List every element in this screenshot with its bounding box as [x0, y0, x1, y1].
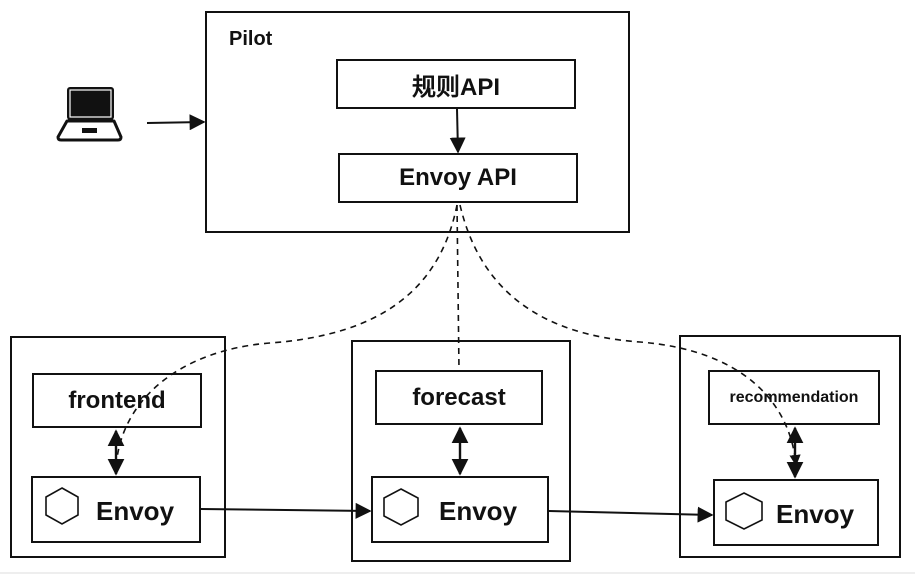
frontend-service-box: frontend	[32, 373, 202, 428]
pilot-container	[205, 11, 630, 233]
rules-api-box: 规则API	[336, 59, 576, 109]
recommendation-envoy-hexagon-icon	[725, 492, 763, 530]
recommendation-envoy-label: Envoy	[776, 499, 855, 529]
rules-to-envoy-api-arrow	[449, 108, 466, 154]
frontend-envoy-hexagon-icon	[45, 487, 79, 525]
forecast-to-recommendation-arrow	[548, 506, 714, 523]
forecast-envoy-box: Envoy	[371, 476, 549, 543]
forecast-envoy-label: Envoy	[439, 496, 518, 526]
forecast-service-label: forecast	[412, 383, 506, 411]
recommendation-service-box: recommendation	[708, 370, 880, 425]
forecast-pod	[351, 340, 571, 562]
recommendation-service-label: recommendation	[729, 388, 859, 406]
recommendation-envoy-box: Envoy	[713, 479, 879, 546]
envoy-api-box: Envoy API	[338, 153, 578, 203]
frontend-service-label: frontend	[68, 386, 166, 414]
rules-api-label: 规则API	[411, 73, 500, 101]
laptop-icon	[56, 87, 123, 142]
xds-link-forecast	[456, 204, 460, 371]
envoy-api-label: Envoy API	[399, 164, 517, 191]
forecast-envoy-hexagon-icon	[383, 488, 419, 526]
xds-link-recommendation	[459, 204, 801, 467]
frontend-envoy-box: Envoy	[31, 476, 201, 543]
pilot-title: Pilot	[229, 28, 273, 50]
xds-link-frontend	[115, 204, 458, 469]
frontend-pod	[10, 336, 226, 558]
recommendation-pod	[679, 335, 901, 558]
client-to-pilot-arrow	[146, 114, 206, 131]
bottom-edge	[0, 572, 915, 574]
frontend-to-forecast-arrow	[200, 502, 372, 519]
forecast-service-box: forecast	[375, 370, 543, 425]
frontend-envoy-label: Envoy	[96, 496, 175, 526]
